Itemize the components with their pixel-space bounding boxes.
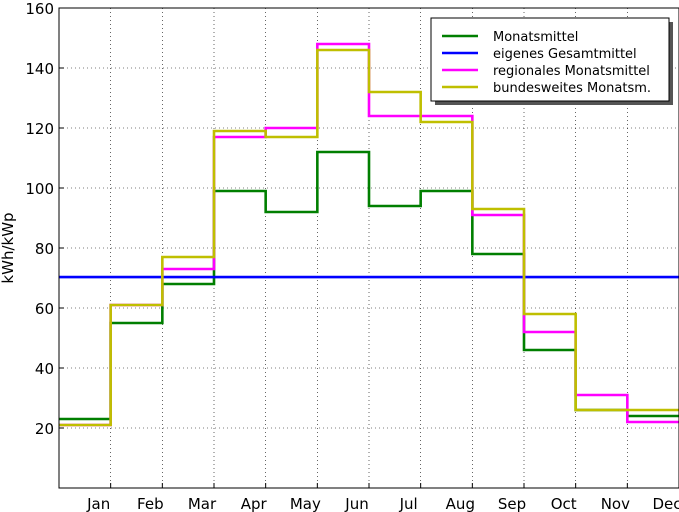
- x-tick-label: Aug: [446, 495, 475, 512]
- x-tick-label: Dec: [652, 495, 679, 512]
- x-tick-label: Feb: [137, 495, 164, 512]
- legend-label: bundesweites Monatsm.: [493, 81, 651, 96]
- legend-label: eigenes Gesamtmittel: [493, 47, 637, 62]
- y-tick-label: 20: [35, 420, 54, 438]
- series-line: [59, 150, 679, 421]
- x-tick-label: Jun: [344, 495, 368, 512]
- y-axis-label: kWh/kWp: [0, 212, 17, 283]
- series-lines: [59, 42, 679, 427]
- legend: Monatsmittel eigenes Gesamtmittel regional…: [430, 17, 673, 105]
- x-tick-label: May: [290, 495, 321, 512]
- y-tick-label: 100: [25, 180, 54, 198]
- y-tick-label: 120: [25, 120, 54, 138]
- x-tick-label: Oct: [551, 495, 577, 512]
- x-tick-label: Jan: [86, 495, 110, 512]
- y-tick-label: 160: [25, 0, 54, 18]
- y-tick-label: 40: [35, 360, 54, 378]
- legend-label: regionales Monatsmittel: [493, 64, 650, 79]
- y-tick-label: 140: [25, 60, 54, 78]
- y-ticks: 20 40 60 80 100 120 140 160: [25, 0, 64, 438]
- y-tick-label: 80: [35, 240, 54, 258]
- x-tick-label: Sep: [498, 495, 526, 512]
- x-tick-label: Nov: [601, 495, 630, 512]
- x-ticks: Jan Feb Mar Apr May Jun Jul Aug Sep Oct Nov Dec: [86, 483, 679, 512]
- x-tick-label: Apr: [241, 495, 268, 512]
- legend-label: Monatsmittel: [493, 30, 578, 45]
- series-line: [59, 48, 679, 427]
- x-tick-label: Mar: [188, 495, 217, 512]
- x-tick-label: Jul: [399, 495, 418, 512]
- y-tick-label: 60: [35, 300, 54, 318]
